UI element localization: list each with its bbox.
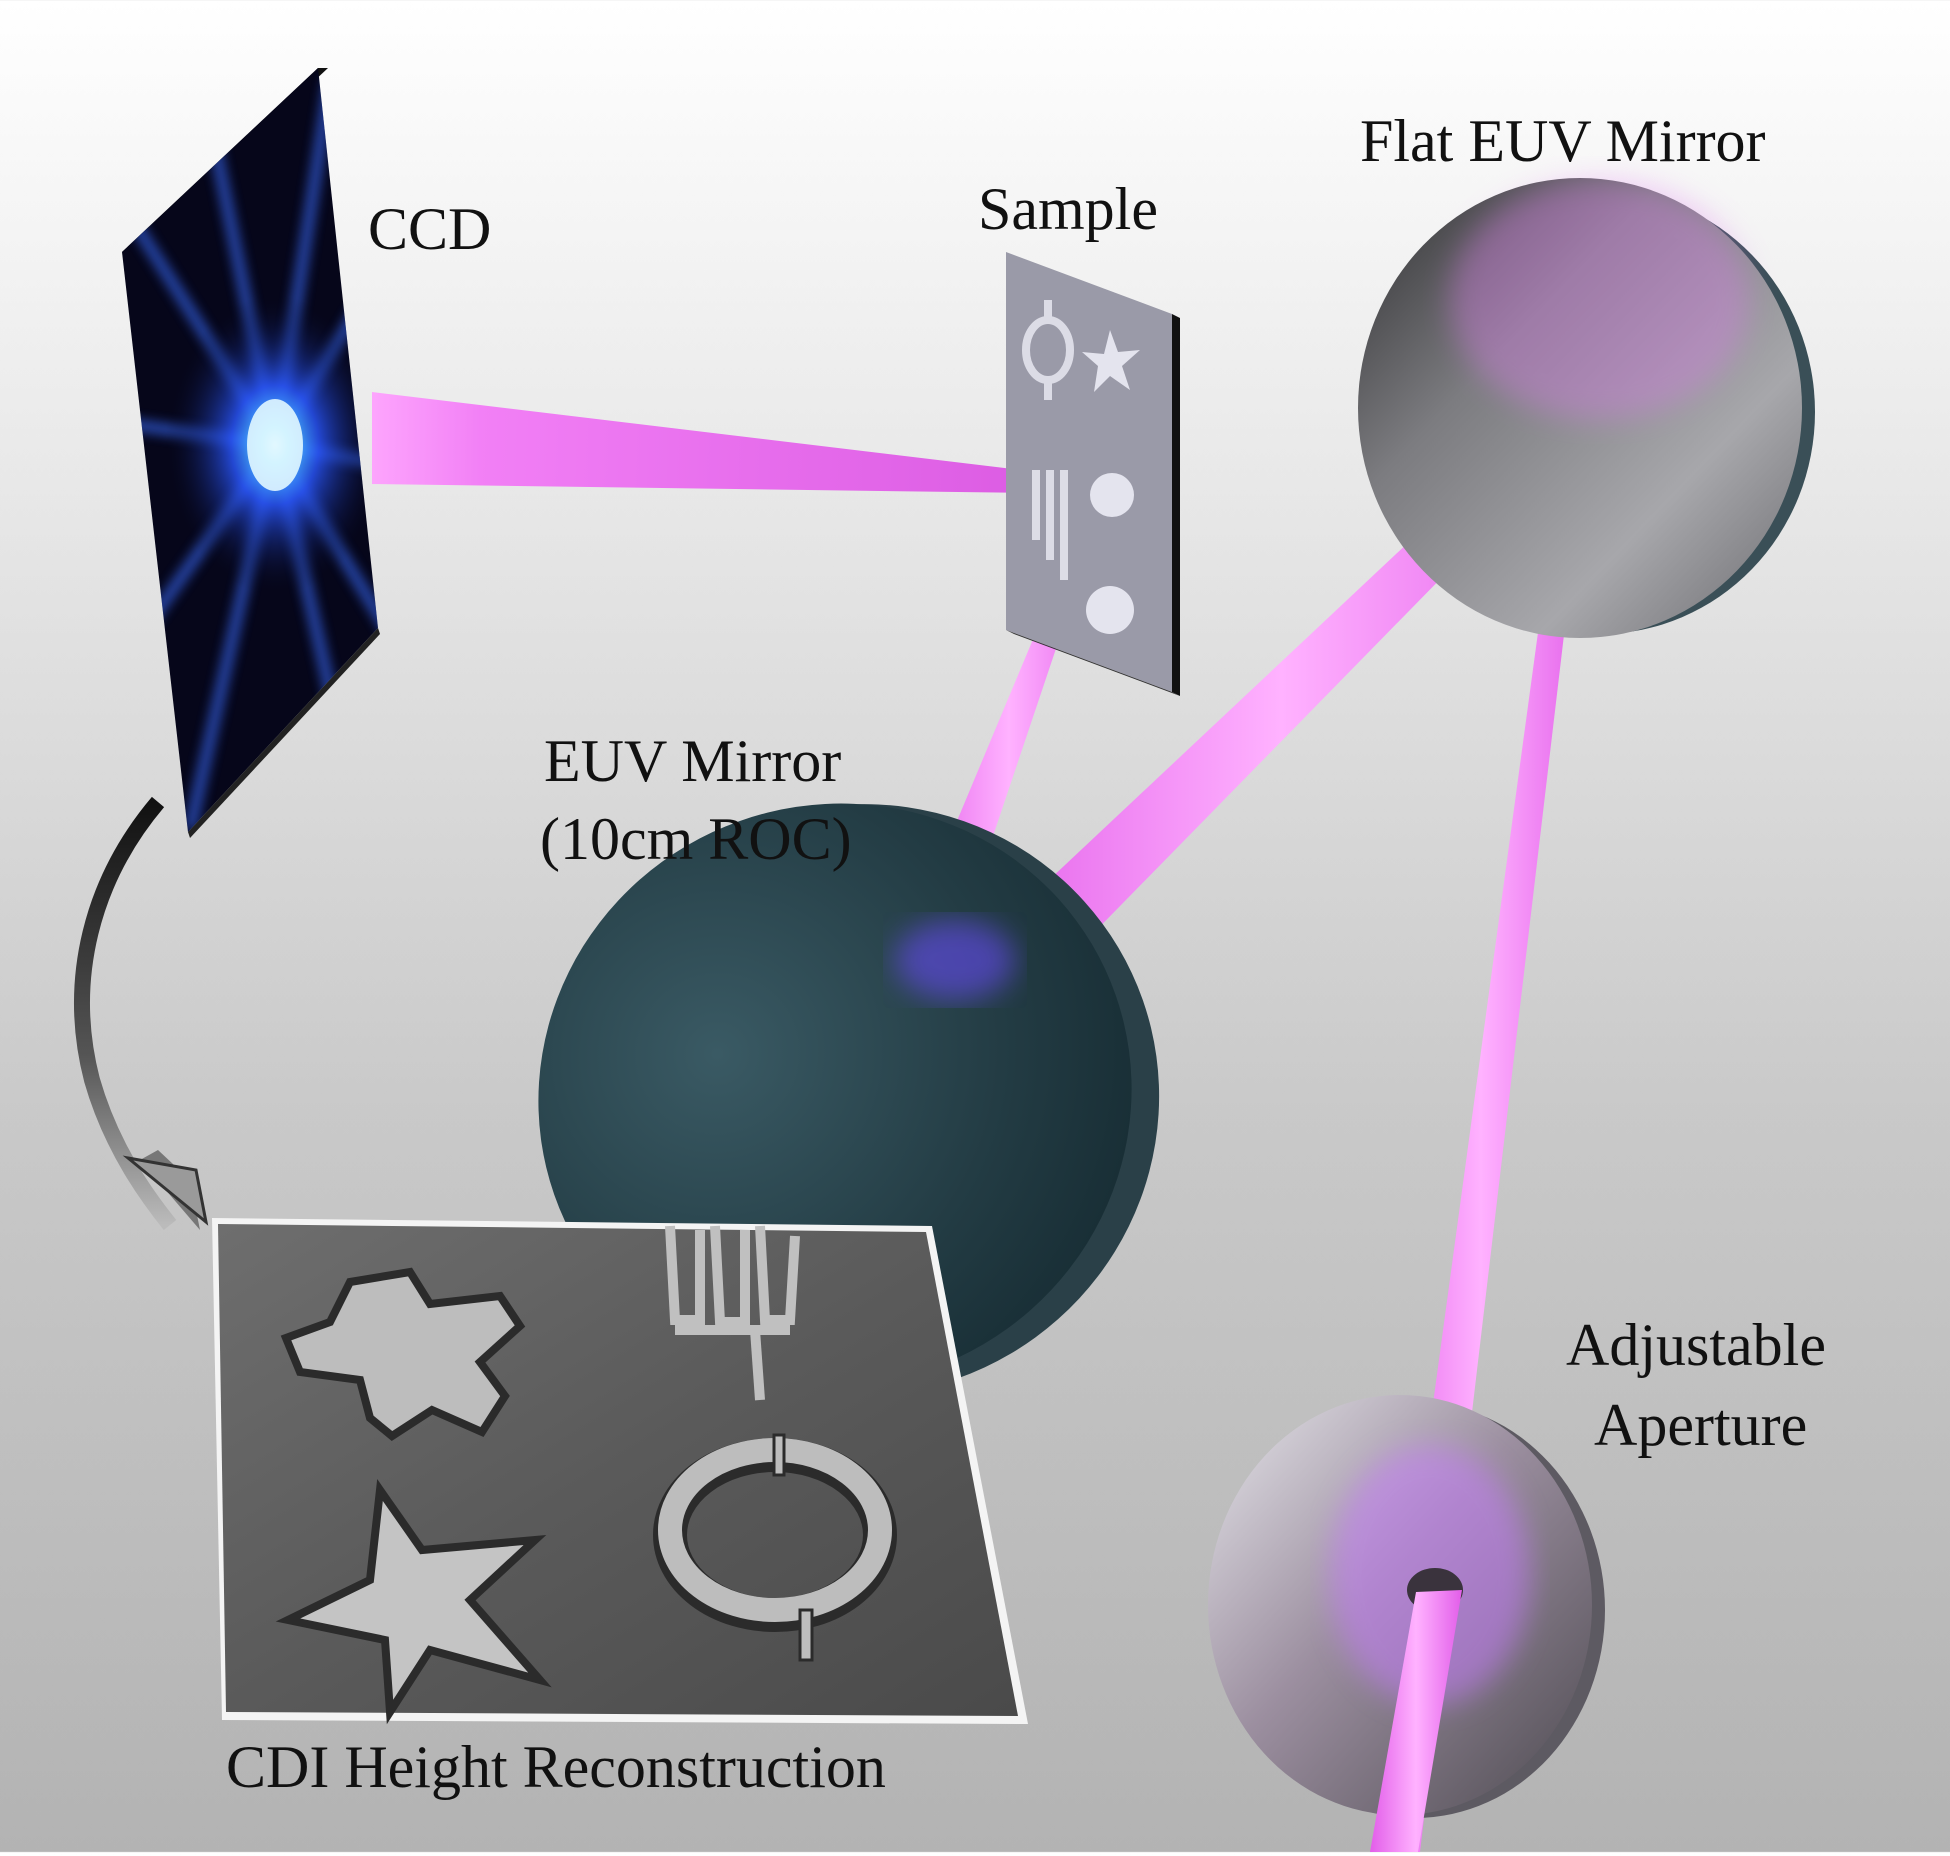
recon-star (275, 1479, 552, 1725)
label-adjustable: Adjustable (1566, 1312, 1826, 1378)
label-aperture: Aperture (1594, 1392, 1808, 1458)
label-flat-euv-mirror: Flat EUV Mirror (1360, 108, 1766, 174)
label-euv-mirror-roc: (10cm ROC) (540, 806, 852, 872)
recon-comb (665, 1225, 800, 1401)
reconstruction-arrow (74, 796, 209, 1230)
recon-ring (653, 1433, 897, 1662)
recon-snowflake (280, 1267, 526, 1441)
ccd-detector (122, 68, 380, 838)
label-ccd: CCD (368, 196, 492, 262)
sample-plate (1006, 252, 1180, 696)
label-sample: Sample (978, 176, 1158, 242)
adjustable-aperture (1208, 1395, 1605, 1852)
beam-exit (1370, 1590, 1462, 1852)
flat-euv-mirror (1358, 178, 1815, 638)
label-euv-mirror: EUV Mirror (544, 728, 842, 794)
cdi-reconstruction-image (212, 1218, 1028, 1725)
sample-star (1082, 330, 1140, 392)
beam-sample-to-ccd (372, 392, 1104, 494)
label-cdi-height-reconstruction: CDI Height Reconstruction (226, 1734, 886, 1800)
